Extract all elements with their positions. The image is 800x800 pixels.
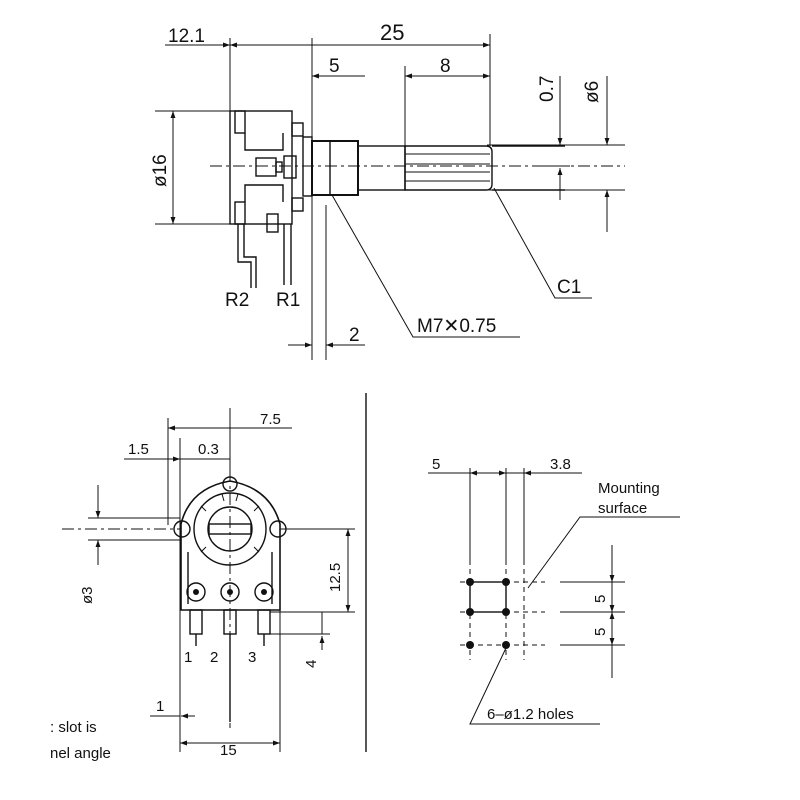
pin-1-label: 1 [184,649,192,666]
dim-0-3: 0.3 [198,441,219,458]
dim-3-8: 3.8 [550,456,571,473]
dim-12-5: 12.5 [327,563,344,592]
dim-15: 15 [220,742,237,759]
pin-2-label: 2 [210,649,218,666]
dim-knurl-length: 8 [440,56,451,77]
dim-flat-depth: 0.7 [537,76,558,102]
dim-vertical-5b: 5 [592,628,609,636]
label-thread: M7✕0.75 [417,316,496,337]
holes-label: 6–ø1.2 holes [487,706,574,723]
dim-bushing-length: 5 [329,56,340,77]
dim-shaft-diameter: ø6 [582,81,603,103]
dim-bracket-thickness: 2 [349,325,360,346]
front-view: 7.5 1.5 0.3 ø3 12.5 4 1 2 3 1 15 : slot … [50,408,355,762]
mounting-label-1: Mounting [598,480,660,497]
dim-pin-diameter: ø3 [79,586,96,604]
side-view: 12.1 25 5 8 0.7 ø6 ø16 R2 R1 M7✕0.75 C1 … [150,20,625,360]
label-r2: R2 [225,290,249,311]
dim-overall-length: 25 [380,20,404,45]
dim-7-5: 7.5 [260,411,281,428]
dim-1: 1 [156,698,164,715]
pcb-layout: 5 3.8 Mounting surface 5 5 6–ø1.2 holes [428,456,680,725]
dim-vertical-5a: 5 [592,595,609,603]
label-c1: C1 [557,277,581,298]
dim-5: 5 [432,456,440,473]
note-line-2: nel angle [50,745,111,762]
label-r1: R1 [276,290,300,311]
mounting-label-2: surface [598,500,647,517]
pin-3-label: 3 [248,649,256,666]
dim-body-diameter: ø16 [150,154,171,187]
note-line-1: : slot is [50,719,97,736]
dim-1-5: 1.5 [128,441,149,458]
dim-4: 4 [303,660,320,668]
dim-body-depth: 12.1 [168,26,205,47]
